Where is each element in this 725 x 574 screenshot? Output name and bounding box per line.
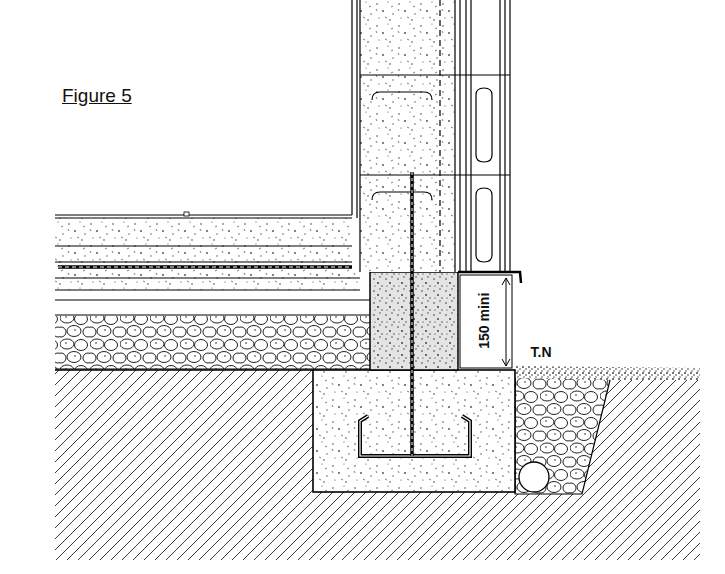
ground-level-label: T.N [531,345,552,360]
figure-title: Figure 5 [62,86,132,107]
dimension-label: 150 mini [477,293,492,349]
